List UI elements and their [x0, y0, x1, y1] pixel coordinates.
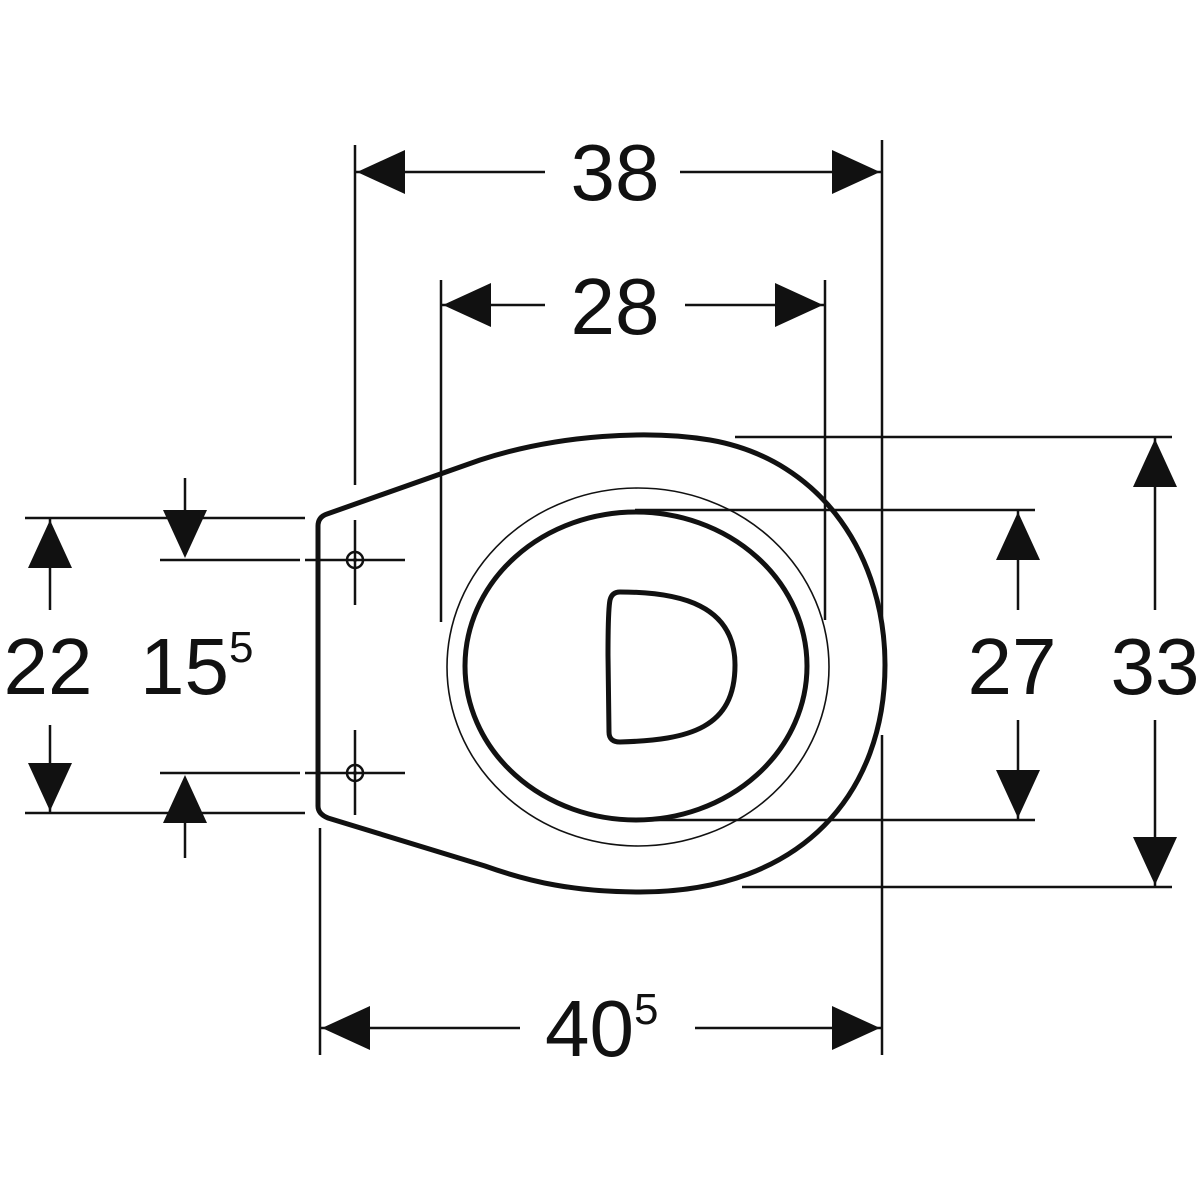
dimension-40-5: 405 — [318, 735, 884, 1073]
dimension-label-27: 27 — [968, 622, 1057, 711]
dimension-27: 27 — [635, 508, 1057, 822]
dimension-label-38: 38 — [571, 128, 660, 217]
bowl-inner-ring — [462, 509, 810, 823]
bowl-outline — [305, 432, 888, 895]
outlet-d-shape — [605, 589, 738, 745]
dimension-38: 38 — [353, 128, 884, 620]
dimension-22: 22 — [4, 516, 305, 815]
dimension-label-22: 22 — [4, 622, 93, 711]
dimension-28: 28 — [439, 262, 827, 622]
bowl-rim-ring — [446, 487, 830, 847]
dimension-label-28: 28 — [571, 262, 660, 351]
dimension-33: 33 — [735, 435, 1200, 889]
dimension-label-33: 33 — [1111, 622, 1200, 711]
dimension-label-15-5: 155 — [140, 622, 253, 711]
mounting-hole-top — [305, 520, 405, 605]
bowl-outer-contour — [315, 432, 888, 895]
dimension-label-40-5: 405 — [545, 984, 658, 1073]
mounting-hole-bottom — [305, 730, 405, 815]
dimension-15-5: 155 — [140, 478, 300, 858]
